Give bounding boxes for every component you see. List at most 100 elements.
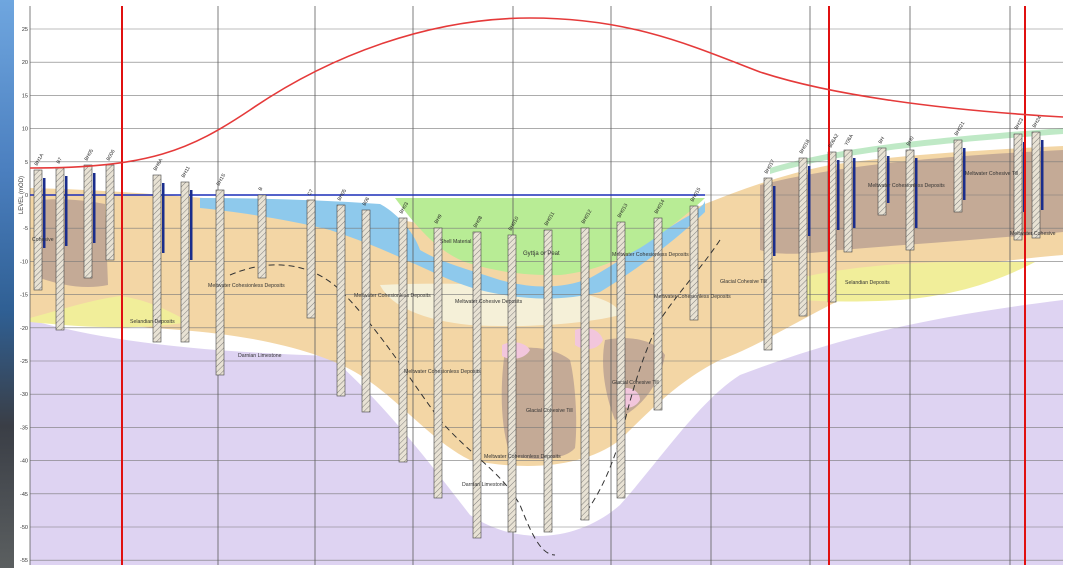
selandian-deposits-left bbox=[30, 296, 190, 328]
ground-surface-curve bbox=[29, 17, 1064, 169]
borehole-column bbox=[257, 194, 267, 279]
unit-label-meltwater-8: Meltwater Cohesionless Deposits bbox=[868, 183, 945, 189]
borehole-id-label: BH11 bbox=[181, 165, 192, 179]
borehole-id-label: BH05 bbox=[337, 188, 349, 202]
unit-label-meltwater-2: Meltwater Cohesionless Deposits bbox=[354, 293, 431, 299]
borehole-standpipe bbox=[963, 148, 966, 200]
borehole-id-label: B bbox=[258, 186, 265, 192]
unit-label-shell-material: Shell Material bbox=[440, 239, 471, 245]
unit-label-meltwater-cohesive-right: Meltwater Cohesive Till bbox=[965, 171, 1018, 177]
y-axis-ticks: 2520151050-5-10-15-20-25-30-35-40-45-50-… bbox=[20, 27, 28, 564]
y-tick-label: 15 bbox=[22, 93, 28, 99]
borehole-column bbox=[1031, 131, 1041, 239]
borehole-column bbox=[33, 169, 43, 291]
borehole-standpipe bbox=[65, 176, 68, 246]
unit-label-meltwater-7: Meltwater Cohesionless Deposits bbox=[654, 294, 731, 300]
unit-label-glacial-till-1: Glacial Cohesive Till bbox=[526, 408, 573, 414]
y-tick-label: -20 bbox=[20, 326, 28, 332]
cohesive-till-central bbox=[501, 347, 577, 460]
borehole-column bbox=[398, 217, 408, 463]
unit-label-selandian-deposits-2: Selandian Deposits bbox=[845, 280, 890, 286]
y-tick-label: 20 bbox=[22, 60, 28, 66]
borehole-column bbox=[433, 227, 443, 499]
selandian-deposits-right bbox=[800, 262, 1035, 302]
borehole-column bbox=[580, 227, 590, 521]
y-tick-label: -5 bbox=[23, 226, 28, 232]
y-tick-label: -15 bbox=[20, 293, 28, 299]
borehole-column bbox=[653, 217, 663, 411]
y-tick-label: 25 bbox=[22, 27, 28, 33]
borehole-column bbox=[105, 164, 115, 261]
borehole-standpipe bbox=[853, 158, 856, 228]
borehole-column bbox=[336, 204, 346, 397]
y-tick-label: -30 bbox=[20, 392, 28, 398]
unit-label-meltwater-6: Meltwater Cohesionless Deposits bbox=[612, 252, 689, 258]
borehole-standpipe bbox=[887, 156, 890, 203]
borehole-column bbox=[215, 189, 225, 376]
boreholes bbox=[33, 131, 1044, 539]
borehole-id-label: BH9 bbox=[434, 213, 444, 225]
borehole-column bbox=[361, 209, 371, 413]
borehole-column bbox=[689, 205, 699, 321]
borehole-id-label: BH23 bbox=[1014, 117, 1026, 131]
borehole-column bbox=[843, 149, 853, 253]
unit-labels: Darnian Limestone Darnian Limestone Sela… bbox=[32, 171, 1056, 488]
cohesive-till-left bbox=[40, 199, 108, 288]
borehole-column bbox=[1013, 133, 1023, 241]
y-tick-label: -40 bbox=[20, 459, 28, 465]
unit-label-darnian-limestone-1: Darnian Limestone bbox=[238, 353, 282, 359]
limestone-layer bbox=[30, 300, 1063, 565]
unit-label-meltwater-right-2: Meltwater Cohesive bbox=[1010, 231, 1056, 237]
borehole-column bbox=[472, 231, 482, 539]
borehole-standpipe bbox=[808, 166, 811, 236]
section-markers bbox=[121, 6, 1026, 565]
borehole-id-label: BH08 bbox=[473, 215, 485, 229]
y-tick-label: -35 bbox=[20, 425, 28, 431]
y-tick-label: 0 bbox=[25, 193, 28, 199]
unit-label-cohesive-left: Cohesive bbox=[32, 237, 54, 243]
borehole-column bbox=[83, 164, 93, 279]
borehole-id-label: BH0 bbox=[906, 135, 916, 147]
unit-label-gyttja-or-peat: Gyttja or Peat bbox=[523, 251, 560, 257]
borehole-standpipe bbox=[190, 190, 193, 260]
borehole-id-label: Y06A bbox=[844, 133, 856, 147]
borehole-standpipe bbox=[162, 183, 165, 253]
y-axis-label: LEVEL (mOD) bbox=[19, 176, 25, 214]
borehole-column bbox=[180, 181, 190, 343]
borehole-column bbox=[763, 177, 773, 351]
borehole-column bbox=[507, 234, 517, 533]
y-tick-label: -25 bbox=[20, 359, 28, 365]
y-tick-label: -10 bbox=[20, 259, 28, 265]
borehole-id-label: B006 bbox=[106, 149, 117, 162]
y-tick-label: -50 bbox=[20, 525, 28, 531]
borehole-standpipe bbox=[915, 158, 918, 228]
borehole-standpipe bbox=[1041, 140, 1044, 210]
borehole-column bbox=[55, 167, 65, 331]
borehole-column bbox=[953, 139, 963, 213]
borehole-column bbox=[905, 149, 915, 251]
borehole-column bbox=[152, 174, 162, 343]
borehole-id-label: BH03 bbox=[399, 201, 411, 215]
unit-label-meltwater-1: Meltwater Cohesionless Deposits bbox=[208, 283, 285, 289]
unit-label-glacial-till-2: Glacial Cohesive Till bbox=[720, 279, 767, 285]
blue-surface-layer bbox=[200, 198, 705, 299]
borehole-column bbox=[543, 229, 553, 533]
borehole-id-label: BH24 bbox=[1032, 115, 1044, 129]
borehole-id-label: B7 bbox=[56, 157, 64, 165]
borehole-id-label: BH05 bbox=[84, 148, 96, 162]
borehole-id-label: B06 bbox=[362, 196, 372, 207]
dashed-line-left bbox=[229, 264, 556, 556]
y-tick-label: 10 bbox=[22, 127, 28, 133]
y-tick-label: -45 bbox=[20, 492, 28, 498]
unit-label-meltwater-3: Meltwater Cohesive Deposits bbox=[455, 299, 523, 305]
unit-label-meltwater-5: Meltwater Cohesionless Deposits bbox=[484, 454, 561, 460]
borehole-standpipe bbox=[773, 186, 776, 256]
unit-label-selandian-deposits-1: Selandian Deposits bbox=[130, 319, 175, 325]
unit-label-meltwater-4: Meltwater Cohesionless Deposits bbox=[404, 369, 481, 375]
unit-label-glacial-till-3: Glacial Cohesive Till bbox=[612, 380, 659, 386]
borehole-column bbox=[306, 199, 316, 319]
borehole-id-label: C7 bbox=[307, 188, 316, 197]
left-edge-photo-strip bbox=[0, 0, 14, 568]
unit-label-darnian-limestone-2: Darnian Limestone bbox=[462, 482, 506, 488]
